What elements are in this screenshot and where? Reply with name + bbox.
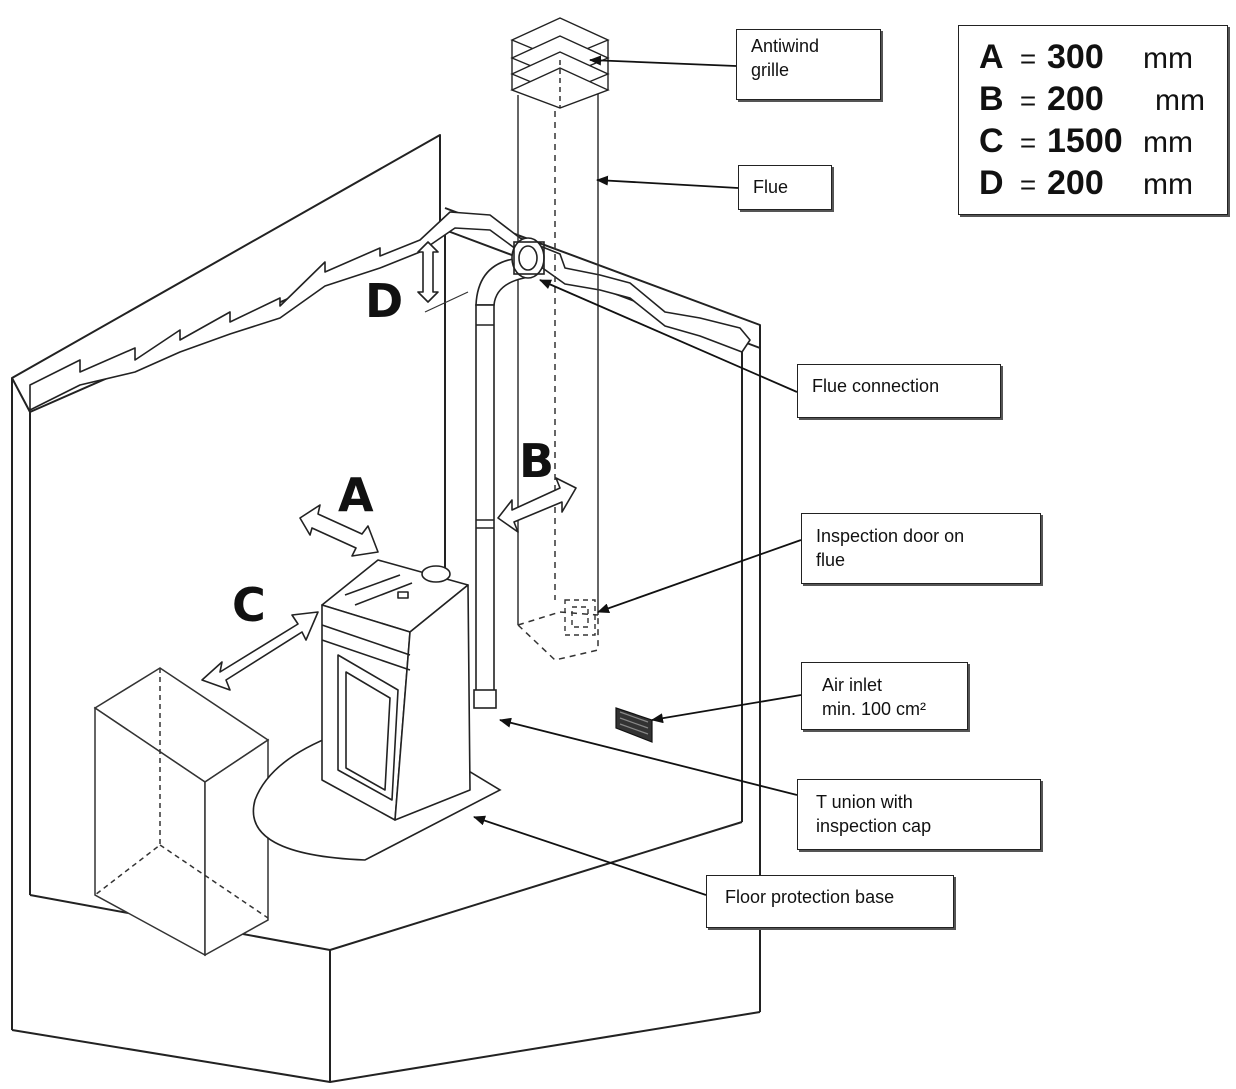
callout-flue-connection: Flue connection [797, 364, 1001, 418]
equals-sign: = [1019, 127, 1037, 158]
leader-t-union [499, 717, 798, 796]
callout-antiwind-grille: Antiwind grille [736, 29, 881, 100]
pellet-stove [321, 559, 471, 821]
leader-antiwind [589, 55, 737, 67]
antiwind-grille-cap [510, 17, 610, 109]
callout-t-union: T union with inspection cap [797, 779, 1041, 850]
clearance-arrow-d [417, 241, 469, 313]
dimension-value: 200 [1047, 80, 1104, 118]
callout-floor-protection: Floor protection base [706, 875, 954, 928]
dimension-letter: B [979, 80, 1004, 118]
chimney-inspection-door [564, 599, 596, 636]
label-b: B [519, 434, 555, 488]
dimension-letter: D [979, 164, 1004, 202]
callout-flue: Flue [738, 165, 832, 210]
leader-air-inlet [651, 694, 802, 724]
dimension-letter: C [979, 122, 1004, 160]
callout-inspection-door: Inspection door on flue [801, 513, 1041, 584]
leader-flue [596, 175, 739, 189]
label-a: A [338, 468, 374, 522]
equals-sign: = [1019, 85, 1037, 116]
cornice [29, 211, 751, 411]
label-d: D [365, 274, 404, 328]
clearance-arrow-a [299, 504, 379, 557]
leader-flue-connection [539, 279, 798, 393]
dimension-value: 300 [1047, 38, 1104, 76]
dimension-letter: A [979, 38, 1004, 76]
equals-sign: = [1019, 43, 1037, 74]
label-c: C [232, 578, 266, 632]
dimension-row-a: A = 300 mm [979, 38, 1227, 80]
dimension-table: A = 300 mm B = 200 mm C = 1500 mm D = 20… [958, 25, 1228, 215]
leader-lines [473, 55, 802, 896]
cabinet-furniture [93, 667, 270, 957]
flue-chimney [517, 92, 599, 661]
dimension-row-d: D = 200 mm [979, 164, 1227, 206]
dimension-unit: mm [1143, 126, 1193, 159]
dimension-value: 1500 [1047, 122, 1123, 160]
stove-pipe [473, 237, 545, 709]
clearance-arrow-b [497, 477, 577, 533]
dimension-row-b: B = 200 mm [979, 80, 1227, 122]
callout-air-inlet: Air inlet min. 100 cm² [801, 662, 968, 730]
equals-sign: = [1019, 169, 1037, 200]
dimension-unit: mm [1143, 168, 1193, 201]
dimension-unit: mm [1155, 84, 1205, 117]
leader-floor-protection [473, 815, 707, 896]
air-inlet-vent [615, 707, 653, 743]
leader-inspection-door [597, 539, 802, 614]
dimension-row-c: C = 1500 mm [979, 122, 1227, 164]
clearance-arrow-c [201, 611, 319, 691]
dimension-value: 200 [1047, 164, 1104, 202]
dimension-unit: mm [1143, 42, 1193, 75]
